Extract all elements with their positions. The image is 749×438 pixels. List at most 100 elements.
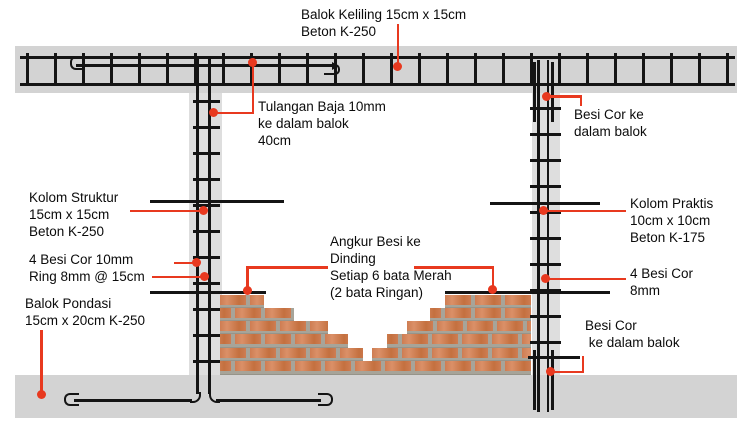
beam-stirrup	[306, 53, 309, 86]
leader-line	[546, 95, 582, 98]
leader-line	[130, 209, 204, 212]
leader-dot	[542, 92, 551, 101]
beam-stirrup	[642, 53, 645, 86]
rebar-bend	[209, 392, 220, 403]
column-rebar	[208, 58, 211, 394]
label-besi-cor-10mm: 4 Besi Cor 10mm Ring 8mm @ 15cm	[29, 252, 145, 284]
brick-wall-row	[220, 308, 294, 321]
brick-wall-row	[220, 348, 363, 361]
leader-line	[414, 266, 494, 269]
leader-line	[543, 209, 626, 212]
wall-anchor-bar	[445, 291, 610, 294]
column-stirrup	[193, 230, 220, 233]
leader-line	[396, 24, 399, 66]
leader-dot	[539, 206, 548, 215]
leader-dot	[248, 58, 257, 67]
brick-wall-row	[220, 321, 328, 334]
column-stirrup	[193, 100, 220, 103]
label-besi-cor-bawah-kanan: Besi Cor ke dalam balok	[585, 318, 680, 350]
anchor-bar	[551, 62, 554, 122]
brick-wall-row	[220, 295, 264, 308]
column-stirrup	[530, 237, 561, 240]
brick-wall-row	[407, 321, 531, 334]
column-stirrup	[193, 282, 220, 285]
wall-anchor-bar	[150, 291, 266, 294]
beam-stirrup	[670, 53, 673, 86]
brick-wall-row	[387, 334, 531, 348]
leader-line	[213, 111, 254, 114]
beam-stirrup	[390, 53, 393, 86]
brick-wall-row	[430, 308, 531, 321]
beam-stirrup	[166, 53, 169, 86]
anchor-bar	[533, 62, 536, 122]
beam-lap-bar	[76, 64, 332, 67]
beam-stirrup	[138, 53, 141, 86]
beam-stirrup	[446, 53, 449, 86]
beam-stirrup	[82, 53, 85, 86]
leader-line	[551, 370, 583, 373]
label-balok-pondasi: Balok Pondasi 15cm x 20cm K-250	[25, 296, 146, 328]
column-stirrup	[193, 334, 220, 337]
column-rebar	[196, 58, 199, 394]
leader-line	[152, 275, 206, 278]
label-besi-cor-8mm: 4 Besi Cor 8mm	[630, 266, 694, 298]
foundation-beam	[15, 375, 737, 418]
column-stirrup	[530, 315, 561, 318]
beam-stirrup	[558, 53, 561, 86]
leader-line	[40, 330, 43, 392]
column-rebar	[537, 60, 540, 412]
brick-wall-row	[372, 348, 531, 361]
column-stirrup	[193, 204, 220, 207]
column-stirrup	[193, 178, 220, 181]
rebar-hook	[64, 392, 79, 406]
practical-column	[532, 93, 560, 375]
column-stirrup	[530, 107, 561, 110]
leader-line	[174, 261, 198, 264]
structural-column	[189, 93, 222, 375]
column-stirrup	[530, 289, 561, 292]
beam-stirrup	[614, 53, 617, 86]
column-stirrup	[530, 341, 561, 344]
anchor-bar	[551, 350, 554, 410]
leader-dot	[393, 62, 402, 71]
column-stirrup	[193, 126, 220, 129]
leader-dot	[243, 286, 252, 295]
ring-beam	[15, 46, 737, 93]
beam-stirrup	[54, 53, 57, 86]
beam-stirrup	[474, 53, 477, 86]
leader-line	[579, 95, 582, 106]
beam-stirrup	[698, 53, 701, 86]
brick-wall-row	[220, 361, 531, 375]
leader-dot	[546, 367, 555, 376]
column-stirrup	[530, 263, 561, 266]
beam-bottom-rebar	[20, 83, 735, 86]
beam-stirrup	[278, 53, 281, 86]
anchor-bar	[533, 350, 536, 410]
leader-dot	[541, 274, 550, 283]
column-stirrup	[193, 152, 220, 155]
beam-stirrup	[418, 53, 421, 86]
label-balok-keliling: Balok Keliling 15cm x 15cm Beton K-250	[301, 7, 467, 39]
label-besi-cor-atas-kanan: Besi Cor ke dalam balok	[574, 107, 647, 139]
leader-dot	[200, 272, 209, 281]
column-stirrup	[530, 185, 561, 188]
column-stirrup	[530, 159, 561, 162]
beam-stirrup	[726, 53, 729, 86]
rebar-hook	[70, 56, 84, 70]
beam-stirrup	[26, 53, 29, 86]
column-stirrup	[193, 360, 220, 363]
label-tulangan-baja: Tulangan Baja 10mm ke dalam balok 40cm	[258, 99, 386, 148]
wall-anchor-bar	[528, 356, 580, 359]
foundation-rebar	[216, 399, 321, 402]
brick-wall-row	[445, 295, 531, 308]
beam-stirrup	[530, 53, 533, 86]
label-kolom-praktis: Kolom Praktis 10cm x 10cm Beton K-175	[630, 196, 714, 245]
leader-line	[251, 62, 254, 114]
rebar-bend	[190, 392, 201, 403]
beam-stirrup	[110, 53, 113, 86]
beam-stirrup	[334, 53, 337, 86]
column-stirrup	[530, 133, 561, 136]
wall-anchor-bar	[490, 202, 600, 205]
leader-line	[545, 277, 626, 280]
wall-anchor-bar	[150, 200, 284, 203]
